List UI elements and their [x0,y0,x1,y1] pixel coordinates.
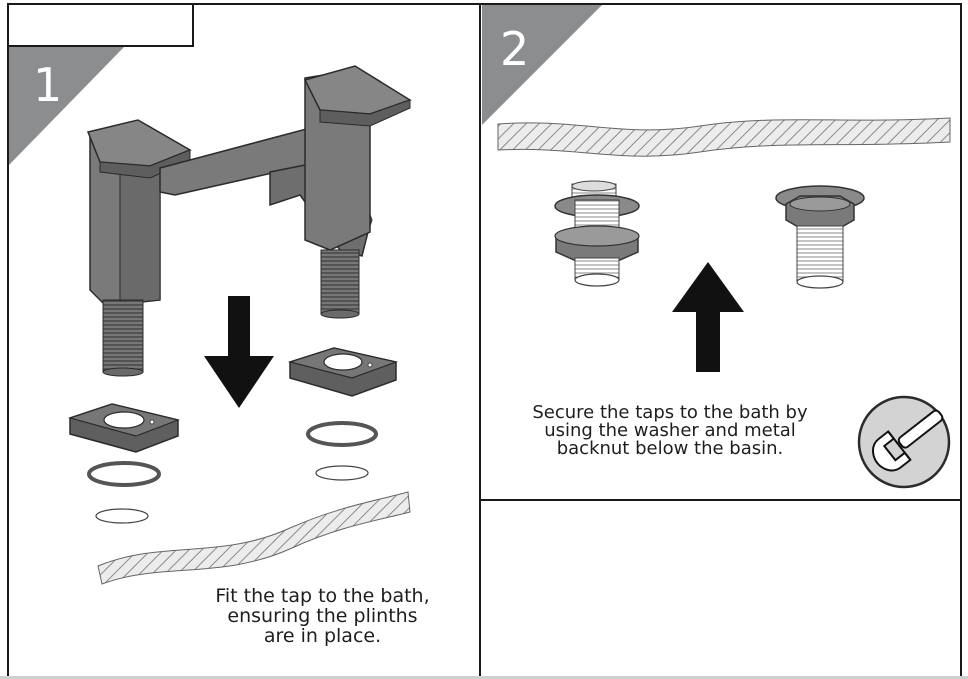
step-2-caption: Secure the taps to the bath by using the… [505,404,835,458]
washer-left [95,508,149,524]
panel-divider-horizontal [481,499,962,501]
step-1-caption-line: Fit the tap to the bath, [215,585,430,607]
panel-frame [7,3,962,679]
step-1-caption: Fit the tap to the bath, ensuring the pl… [200,585,445,648]
step-2-caption-line: backnut below the basin. [556,438,784,459]
step-1-caption-line: ensuring the plinths [227,605,418,628]
page-edge [0,676,968,679]
plinth-right [287,347,399,397]
step-2-caption-line: Secure the taps to the bath by [532,402,808,423]
seal-ring-left [87,461,161,487]
backnut-assembly-right [775,185,865,289]
washer-right [315,465,369,481]
bath-surface-1 [97,491,411,585]
step-2-badge [482,5,602,125]
arrow-down-icon [204,296,274,408]
spanner-icon [857,395,951,489]
tap-illustration [86,65,412,377]
plinth-left [67,403,181,453]
step-2-caption-line: using the washer and metal [544,420,796,441]
title-label-box [7,3,194,47]
step-2-number: 2 [500,22,530,76]
panel-divider-vertical [479,3,481,679]
bath-surface-2 [497,117,951,157]
step-1-number: 1 [33,58,63,112]
arrow-up-icon [672,262,744,372]
backnut-assembly-left [554,180,640,287]
step-1-badge [9,47,124,165]
step-1-caption-line: are in place. [263,625,382,648]
seal-ring-right [306,421,378,447]
